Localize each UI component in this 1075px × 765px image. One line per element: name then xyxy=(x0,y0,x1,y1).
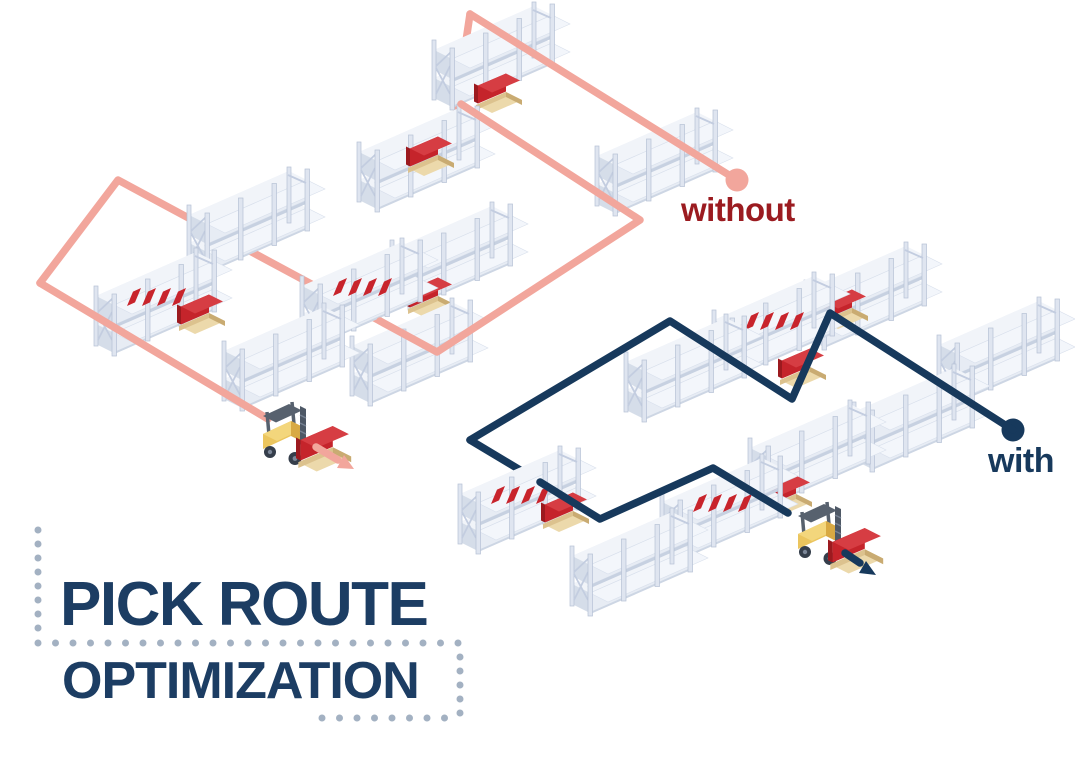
route-arrow-with xyxy=(841,549,876,575)
warehouse-zone-with xyxy=(456,240,1075,618)
title-line-2: OPTIMIZATION xyxy=(62,652,419,710)
route-arrow-without xyxy=(312,443,354,469)
route-with xyxy=(466,309,1025,523)
forklift-with xyxy=(796,500,884,574)
storage-rack xyxy=(568,506,710,618)
storage-rack xyxy=(430,0,572,112)
label-without: without xyxy=(680,191,795,228)
storage-rack xyxy=(220,301,362,413)
label-with: with xyxy=(987,442,1054,480)
route-without xyxy=(36,10,749,423)
title-block: PICK ROUTE OPTIMIZATION xyxy=(34,526,464,722)
warehouse-zone-without xyxy=(92,0,735,413)
title-line-1: PICK ROUTE xyxy=(60,570,427,639)
